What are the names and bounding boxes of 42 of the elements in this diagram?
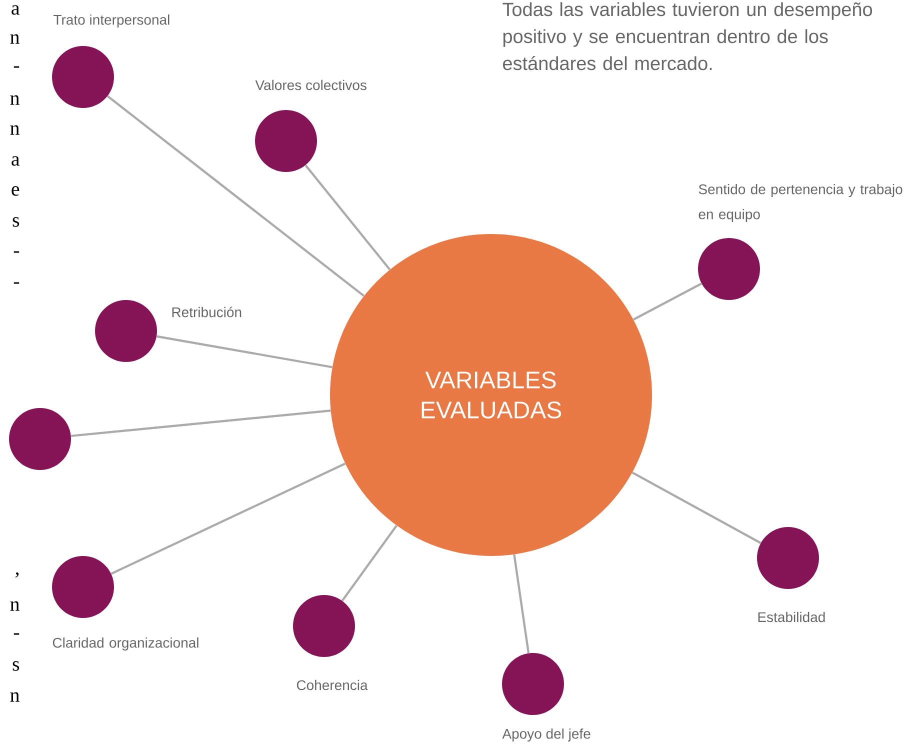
variable-label: Estabilidad <box>758 612 825 622</box>
variable-label: Coherencia <box>296 680 368 690</box>
connector-line <box>632 282 702 321</box>
connector-line <box>513 554 530 654</box>
text-fragment: - <box>14 633 20 635</box>
variable-circle <box>293 595 355 657</box>
text-fragment: - <box>14 66 20 68</box>
variable-circle <box>95 300 157 362</box>
variable-label: Claridad organizacional <box>52 637 198 651</box>
variable-label: Trato interpersonal <box>54 14 170 28</box>
text-fragment: n <box>10 125 20 135</box>
variable-circle <box>52 46 114 108</box>
text-fragment: n <box>10 692 20 702</box>
variable-circle <box>698 238 760 300</box>
text-fragment: - <box>14 282 20 284</box>
connector-line <box>632 472 762 544</box>
connector-line <box>156 335 332 368</box>
connector-line <box>110 462 346 575</box>
variable-label: Sentido de pertenencia y trabajo en equipo <box>698 184 902 222</box>
variable-circle <box>502 653 564 715</box>
text-fragment: a <box>12 5 20 15</box>
text-fragment: s <box>12 217 20 227</box>
variable-label: Valores colectivos <box>255 80 366 90</box>
text-fragment: e <box>12 186 20 196</box>
connector-line <box>341 524 398 602</box>
variable-circle <box>757 527 819 589</box>
variable-circle <box>255 110 317 172</box>
variable-label: Apoyo del jefe <box>502 728 590 742</box>
connector-line <box>106 95 365 297</box>
text-fragment: a <box>12 156 20 166</box>
variable-label: Retribución <box>172 306 242 318</box>
connector-line <box>304 164 391 270</box>
text-fragment: n <box>10 95 20 105</box>
text-fragment: n <box>10 34 20 44</box>
variable-circle <box>9 408 71 470</box>
text-fragment: , <box>16 572 19 578</box>
summary-note: Todas las variables tuvieron un desempeño positivo y se encuentran dentro de los estándares del mercado. <box>502 2 872 70</box>
text-fragment: n <box>10 601 20 611</box>
text-fragment: s <box>12 661 20 671</box>
variable-circle <box>52 556 114 618</box>
text-fragment: - <box>14 251 20 253</box>
connector-line <box>70 410 331 438</box>
